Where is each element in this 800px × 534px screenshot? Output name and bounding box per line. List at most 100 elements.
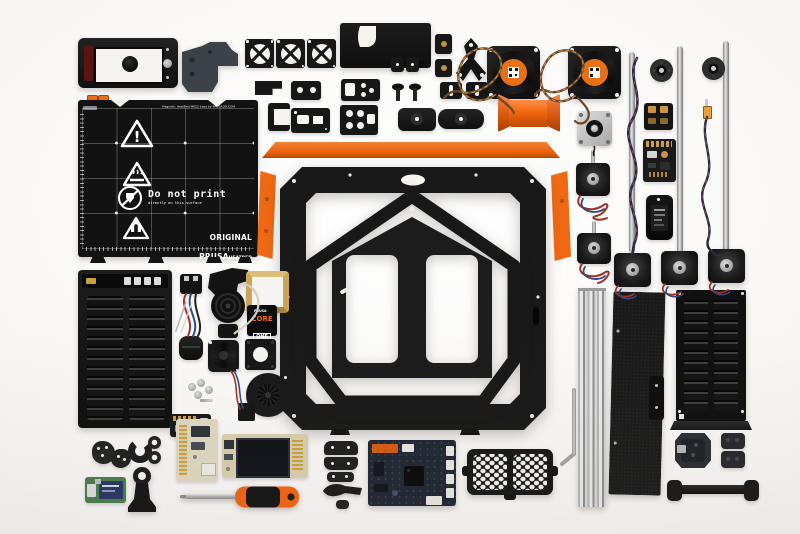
heatbed-grid: [82, 108, 254, 249]
lcd-support-bracket: [182, 42, 238, 92]
rubber-foot-small: [721, 433, 745, 449]
heatbed-top-label: Magnetic HeatBed MK52 base by PRUSA3D.CO…: [162, 105, 235, 109]
heatbed: Magnetic HeatBed MK52 base by PRUSA3D.CO…: [78, 100, 258, 267]
vented-cover-panel: [676, 290, 746, 421]
printed-wheel: [92, 441, 115, 464]
blower-outlet: [238, 403, 255, 421]
honeycomb-cluster: [513, 454, 547, 490]
orange-extrusion-top: [262, 142, 560, 158]
orange-side-panel-left: [257, 171, 276, 259]
lcd-window: [94, 47, 164, 84]
heatbed-ruler-left: [80, 112, 84, 244]
board-power-connector: [372, 444, 398, 453]
board-main-chip: [404, 466, 424, 486]
fan-guard: [245, 39, 274, 68]
gantry-frame-piece: [303, 189, 521, 409]
spool-roller-flange: [547, 94, 560, 132]
c-clip-ring: [128, 439, 152, 463]
bezel-mark: [166, 76, 169, 79]
bearing-holder: [438, 109, 484, 129]
screwdriver: [180, 486, 299, 508]
cover-label: [679, 414, 684, 419]
fan-guard: [307, 39, 336, 68]
stepper-motor: [576, 163, 610, 196]
cover-vents: [714, 300, 738, 410]
carry-handle: [667, 480, 759, 501]
psu-vents: [129, 296, 165, 420]
endstop-pcb: [644, 103, 673, 130]
clamp-block: [440, 82, 462, 99]
warning-title: Do not print: [148, 189, 227, 200]
grill-tab: [504, 494, 516, 500]
printed-clip: [324, 457, 358, 470]
panel-latch-block: [649, 376, 664, 420]
bearing-flange: [650, 59, 673, 82]
smooth-rod: [677, 46, 683, 253]
warning-triangle-magnet-icon: [122, 216, 150, 240]
power-plug-connector: [180, 274, 202, 294]
cable-barrel: [179, 336, 203, 360]
main-frame: [280, 167, 546, 430]
grill-tab: [552, 466, 558, 476]
psu-terminal-strip: [82, 274, 168, 288]
blower-fan: [238, 373, 290, 424]
psu-vents: [87, 296, 123, 420]
smooth-rod: [629, 52, 635, 253]
printed-nub: [336, 500, 349, 509]
lcd-red-strip: [84, 46, 93, 81]
core-one-line1: PRUSA: [254, 309, 267, 313]
svg-text:!: !: [134, 128, 141, 146]
x-bracket: [456, 38, 486, 81]
connector-pin: [705, 99, 708, 106]
spacer-ring: [148, 451, 161, 464]
l-bracket: [255, 81, 282, 95]
rubber-foot-large: [675, 433, 711, 468]
heatbed-ruler-bottom: [86, 247, 250, 251]
hex-key: [560, 388, 576, 466]
filament-sensor-pcb: [85, 477, 126, 503]
heatbed-notch: [111, 100, 129, 107]
controller-board: [368, 440, 456, 506]
printed-block: [406, 57, 419, 72]
fan-spacer-plate: [245, 339, 276, 370]
grill-tab: [462, 466, 468, 476]
printed-bar: [327, 472, 354, 482]
warning-triangle-hot-surface-icon: [122, 161, 152, 187]
fan-center-sticker: [500, 59, 527, 86]
heatbed-notch: [208, 100, 226, 107]
printed-block: [391, 57, 404, 72]
insert-plate: [435, 34, 452, 54]
pulley-post: [392, 83, 404, 101]
printed-clip: [324, 441, 358, 455]
cable-connector: [703, 106, 712, 119]
stand-bracket: [128, 467, 156, 512]
adapter-pcb: [176, 419, 218, 481]
core-one-badge: PRUSA CORE ONE: [247, 305, 277, 341]
reset-button: [163, 59, 172, 68]
honeycomb-cluster: [473, 454, 507, 490]
stepper-motor: [661, 251, 698, 285]
channel-opening: [274, 109, 290, 125]
plate-two-holes: [291, 81, 321, 100]
lcd-display-module: [222, 434, 308, 478]
axial-fan-small: [208, 340, 239, 372]
smooth-rod: [723, 41, 729, 253]
power-supply-unit: [78, 270, 172, 428]
insert-plate: [435, 59, 452, 77]
pancake-stepper-motor: [577, 111, 612, 146]
stepper-motor: [577, 233, 611, 264]
frame-tab: [460, 429, 480, 435]
aluminum-extrusion: [578, 288, 606, 507]
printed-wheel: [111, 449, 131, 468]
rubber-foot-small: [721, 451, 745, 468]
spool-roller-body: [509, 100, 549, 127]
bearing-flange: [702, 57, 725, 80]
heatbed-tab: [148, 257, 164, 263]
printed-hook: [323, 483, 362, 497]
heatbed-tab: [238, 257, 252, 263]
bezel-mark: [166, 48, 169, 51]
frame-tab: [330, 429, 350, 435]
fan-guard: [276, 39, 305, 68]
heatbed-tab: [90, 257, 106, 263]
